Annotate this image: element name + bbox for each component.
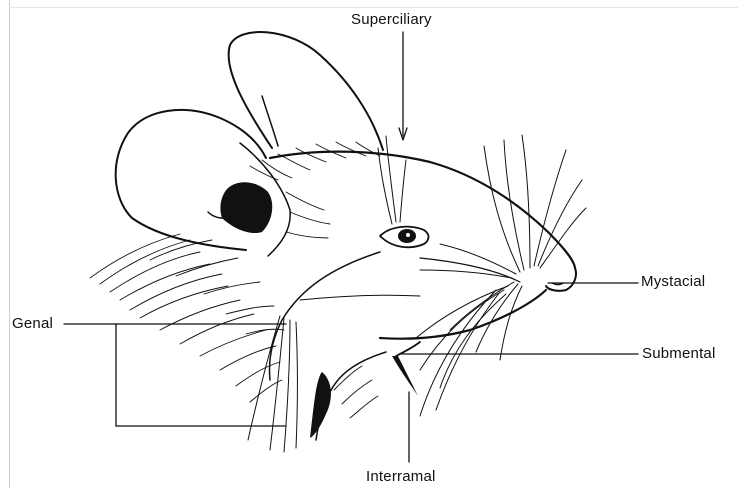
label-mystacial: Mystacial	[641, 273, 705, 291]
label-interramal: Interramal	[366, 468, 436, 486]
leader-lines	[64, 32, 638, 462]
lower-jaw-outline	[380, 290, 546, 339]
face-contour-2	[300, 295, 420, 300]
back-ear-inner	[262, 96, 278, 146]
ear-shadow	[220, 182, 272, 233]
submental-tuft	[392, 356, 418, 396]
label-genal: Genal	[12, 315, 53, 333]
nose	[546, 268, 576, 291]
label-submental: Submental	[642, 345, 716, 363]
back-ear	[229, 32, 383, 150]
genal-whiskers	[248, 316, 298, 452]
label-superciliary: Superciliary	[351, 11, 432, 29]
eye-highlight	[406, 233, 410, 237]
throat-shadow	[310, 372, 331, 438]
mystacial-whiskers	[416, 135, 586, 416]
fur-hatching	[90, 142, 380, 418]
